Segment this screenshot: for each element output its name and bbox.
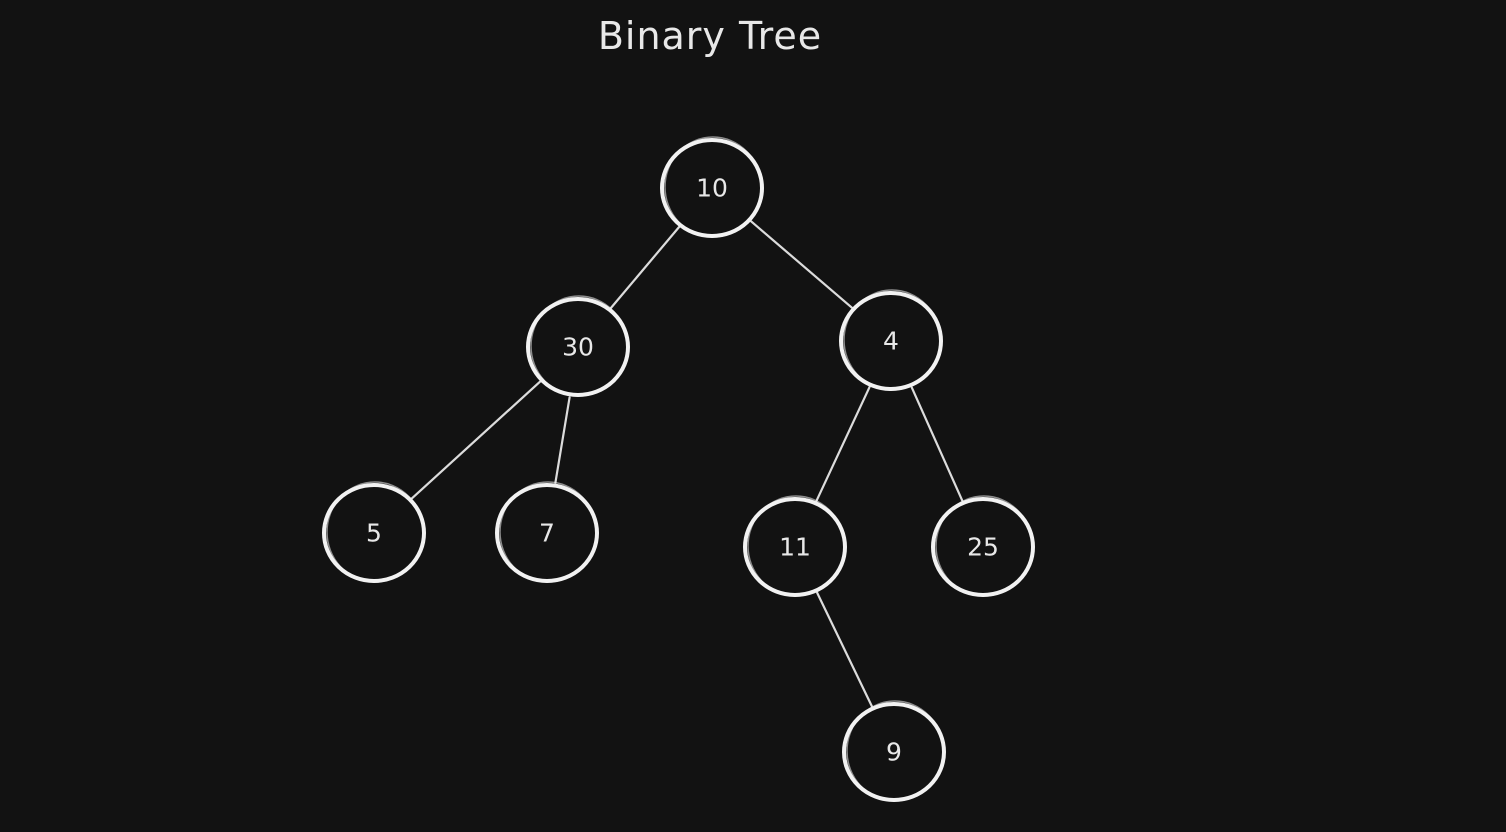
node-label: 9	[886, 738, 902, 767]
node-circle	[842, 702, 946, 802]
edge-11-9	[816, 591, 873, 708]
tree-node-9: 9	[842, 700, 946, 802]
edge-10-4	[749, 220, 854, 309]
tree-node-5: 5	[322, 481, 426, 583]
edge-4-11	[815, 386, 871, 502]
node-circle	[660, 138, 764, 238]
tree-node-11: 11	[743, 495, 847, 597]
edge-4-25	[910, 386, 964, 502]
node-label: 5	[366, 519, 382, 548]
node-label: 4	[883, 327, 899, 356]
tree-node-30: 30	[526, 295, 630, 397]
edges-layer	[410, 220, 964, 708]
tree-node-7: 7	[495, 481, 599, 583]
node-label: 10	[696, 174, 728, 203]
node-circle-sketch	[499, 481, 597, 583]
node-circle-sketch	[843, 289, 941, 391]
node-circle-sketch	[935, 495, 1033, 597]
edge-10-30	[609, 225, 681, 310]
edge-30-5	[410, 380, 542, 500]
node-label: 11	[779, 533, 811, 562]
diagram-title: Binary Tree	[597, 14, 823, 58]
node-circle-sketch	[747, 495, 845, 597]
node-circle	[495, 483, 599, 583]
nodes-layer: 10 30 4 5 7 11 25 9	[322, 136, 1035, 802]
node-circle	[839, 291, 943, 391]
node-circle-sketch	[846, 700, 944, 802]
node-circle-sketch	[530, 295, 628, 397]
node-label: 30	[562, 333, 594, 362]
node-label: 7	[539, 519, 555, 548]
node-circle-sketch	[326, 481, 424, 583]
node-circle-sketch	[664, 136, 762, 238]
node-label: 25	[967, 533, 999, 562]
tree-node-4: 4	[839, 289, 943, 391]
tree-node-25: 25	[931, 495, 1035, 597]
node-circle	[743, 497, 847, 597]
node-circle	[931, 497, 1035, 597]
edge-30-7	[554, 396, 571, 484]
node-circle	[526, 297, 630, 397]
node-circle	[322, 483, 426, 583]
tree-node-10: 10	[660, 136, 764, 238]
